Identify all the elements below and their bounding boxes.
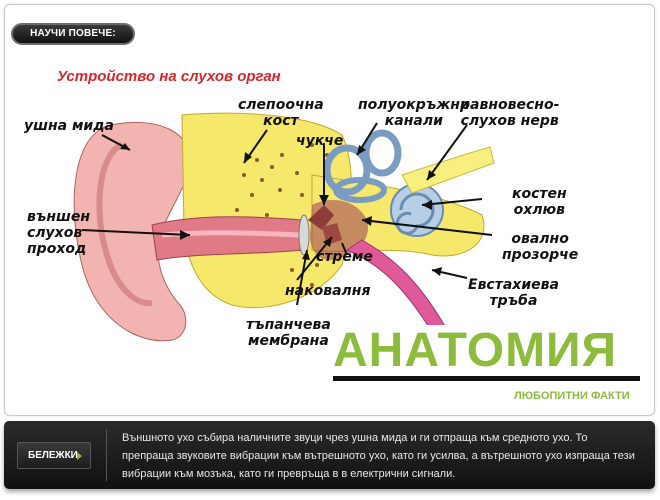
notes-divider <box>106 429 107 481</box>
label-vestibular-nerve: равновесно- слухов нерв <box>460 97 560 129</box>
label-eardrum: тъпанчева мембрана <box>246 317 331 349</box>
section-title: АНАТОМИЯ <box>333 324 618 377</box>
label-oval-window: овално прозорче <box>502 231 579 263</box>
notes-text: Външното ухо събира наличните звуци чрез… <box>122 432 635 480</box>
label-semicircular: полуокръжни канали <box>358 97 470 129</box>
section-title-underline <box>333 376 640 381</box>
label-temporal-bone: слепоочна кост <box>238 97 324 129</box>
label-stirrup: стреме <box>316 249 373 265</box>
label-hammer: чукче <box>296 133 344 149</box>
ear-anatomy-illustration <box>73 112 495 342</box>
label-eustachian-tube: Евстахиева тръба <box>468 277 559 309</box>
notes-bar: БЕЛЕЖКИ Външното ухо събира наличните зв… <box>4 421 655 489</box>
section-subtitle: ЛЮБОПИТНИ ФАКТИ <box>514 390 630 402</box>
label-outer-canal: външен слухов проход <box>27 209 91 257</box>
label-pinna: ушна мида <box>24 118 114 134</box>
notes-button-label: БЕЛЕЖКИ <box>28 450 78 461</box>
play-arrow-icon <box>77 452 82 460</box>
figure-title: Устройство на слухов орган <box>57 68 281 85</box>
learn-more-button[interactable]: НАУЧИ ПОВЕЧЕ: <box>11 23 135 45</box>
section-title-backdrop <box>330 325 650 381</box>
notes-button[interactable]: БЕЛЕЖКИ <box>17 442 91 469</box>
label-cochlea: костен охлюв <box>512 186 567 218</box>
label-anvil: наковалня <box>285 283 371 299</box>
